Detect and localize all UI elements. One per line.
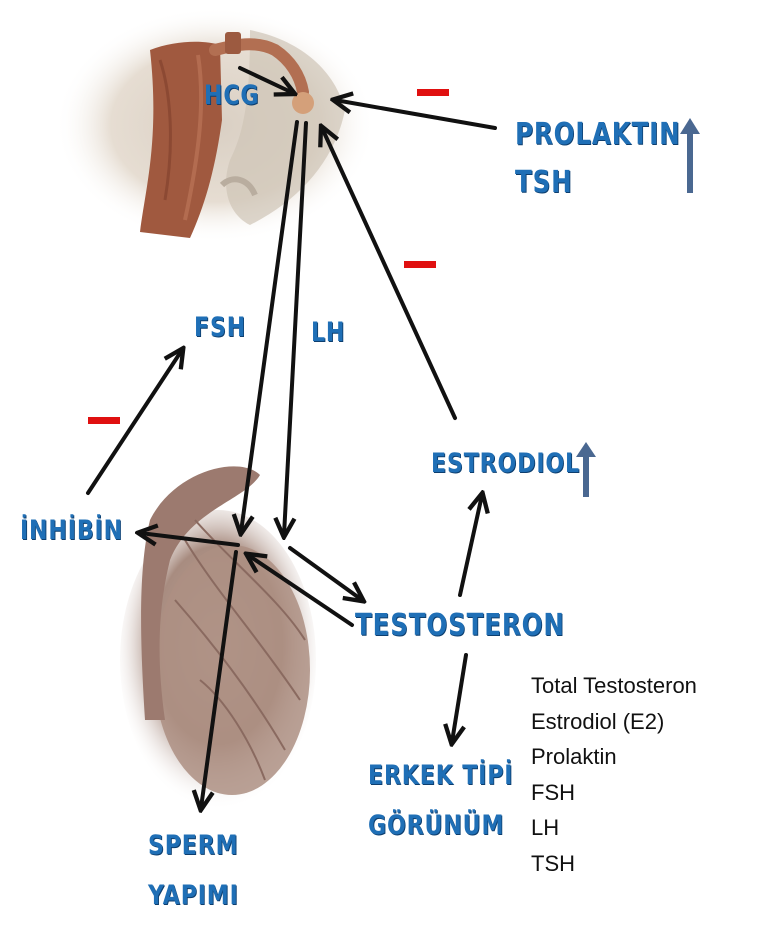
label-hcg: HCG <box>204 80 260 111</box>
label-yapimi: YAPIMI <box>148 880 239 911</box>
label-tsh: TSH <box>515 165 573 200</box>
arrow-sperm <box>201 550 238 808</box>
label-inhibin: İNHİBİN <box>20 515 123 546</box>
label-prolaktin: PROLAKTIN <box>515 117 681 152</box>
label-gorunum: GÖRÜNÜM <box>368 810 505 841</box>
list-item: FSH <box>531 779 575 805</box>
arrow-prolaktin-inhibit <box>335 100 497 130</box>
test-list: Total Testosteron Estrodiol (E2) Prolakt… <box>531 668 697 881</box>
label-testosteron: TESTOSTERON <box>355 608 565 643</box>
arrow-to-erkek <box>452 653 468 742</box>
arrow-to-testosteron <box>288 546 362 600</box>
list-item: Prolaktin <box>531 744 617 769</box>
up-arrow-icon <box>680 118 700 193</box>
list-item: Estrodiol (E2) <box>531 708 665 734</box>
list-item: LH <box>531 815 560 840</box>
arrow-lh <box>284 121 308 535</box>
inhibition-minus-icon <box>88 417 120 424</box>
list-item: Total Testosteron <box>531 673 697 698</box>
arrow-to-estrodiol <box>458 495 482 597</box>
arrow-estrodiol-feedback <box>322 128 457 420</box>
inhibition-minus-icon <box>404 261 436 268</box>
inhibition-minus-icon <box>417 89 449 96</box>
arrow-fsh <box>241 120 299 532</box>
arrow-to-inhibin <box>140 533 240 547</box>
label-erkek-tipi: ERKEK TİPİ <box>368 760 514 791</box>
testis-illustration <box>120 466 316 810</box>
label-sperm: SPERM <box>148 830 239 861</box>
pituitary-illustration <box>55 7 375 243</box>
arrow-hcg <box>238 66 293 93</box>
up-arrow-icon <box>576 442 596 497</box>
label-estrodiol: ESTRODIOL <box>431 448 580 479</box>
arrow-inhibin-to-fsh <box>86 350 182 495</box>
label-fsh: FSH <box>194 312 247 343</box>
arrows <box>86 66 497 808</box>
arrow-testosteron-to-testis <box>248 555 354 627</box>
list-item: TSH <box>531 850 575 876</box>
label-lh: LH <box>311 317 346 348</box>
